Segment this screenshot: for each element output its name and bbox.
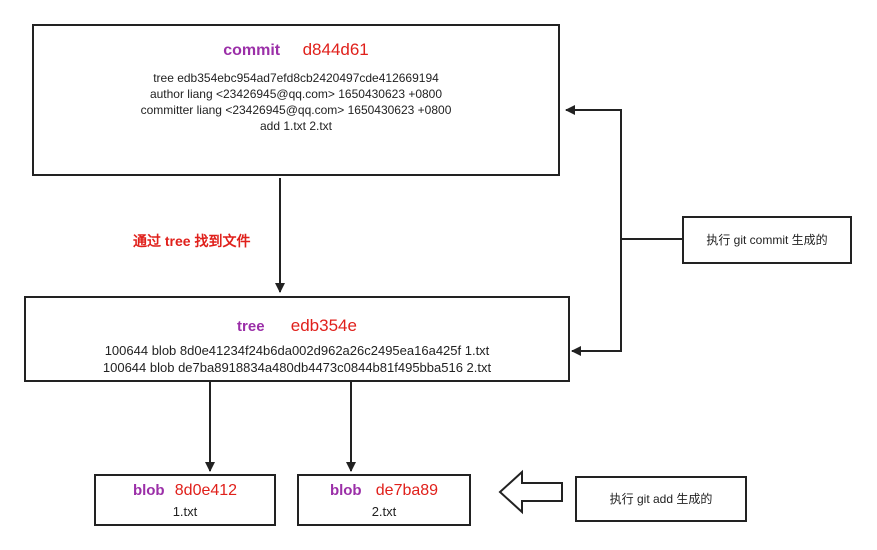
commit-line-message: add 1.txt 2.txt xyxy=(259,119,333,133)
edge-label: 通过 tree 找到文件 xyxy=(133,233,251,249)
tree-entry-2: 100644 blob de7ba8918834a480db4473c0844b… xyxy=(102,360,492,375)
commit-line-tree: tree edb354ebc954ad7efd8cb2420497cde4126… xyxy=(153,71,439,85)
tree-body: 100644 blob 8d0e41234f24b6da002d962a26c2… xyxy=(26,342,568,376)
blob-2-type-label: blob xyxy=(329,482,362,499)
blob-box-1: blob 8d0e412 1.txt xyxy=(94,474,276,526)
blob-1-header: blob 8d0e412 xyxy=(96,482,274,500)
blob-1-file: 1.txt xyxy=(172,504,198,519)
blob-2-hash: de7ba89 xyxy=(375,482,439,499)
blob-2-file: 2.txt xyxy=(371,504,397,519)
commit-note-box: 执行 git commit 生成的 xyxy=(682,216,852,264)
tree-entry-1: 100644 blob 8d0e41234f24b6da002d962a26c2… xyxy=(104,343,490,358)
add-note-text: 执行 git add 生成的 xyxy=(609,492,713,506)
tree-box: tree edb354e 100644 blob 8d0e41234f24b6d… xyxy=(24,296,570,382)
commit-hash: d844d61 xyxy=(302,40,369,59)
hollow-arrow-left xyxy=(498,469,563,515)
tree-type-label: tree xyxy=(237,318,265,335)
blob-box-2: blob de7ba89 2.txt xyxy=(297,474,471,526)
connector-note-to-tree xyxy=(571,239,622,356)
commit-note-text: 执行 git commit 生成的 xyxy=(706,233,828,247)
blob-1-hash: 8d0e412 xyxy=(174,482,238,499)
commit-header: commit d844d61 xyxy=(34,40,558,60)
commit-line-committer: committer liang <23426945@qq.com> 165043… xyxy=(140,103,452,117)
blob-1-type-label: blob xyxy=(132,482,165,499)
commit-body: tree edb354ebc954ad7efd8cb2420497cde4126… xyxy=(34,70,558,134)
tree-header: tree edb354e xyxy=(26,316,568,336)
commit-box: commit d844d61 tree edb354ebc954ad7efd8c… xyxy=(32,24,560,176)
connector-note-to-commit xyxy=(565,105,682,240)
commit-type-label: commit xyxy=(223,42,281,59)
add-note-box: 执行 git add 生成的 xyxy=(575,476,747,522)
blob-2-header: blob de7ba89 xyxy=(299,482,469,500)
commit-line-author: author liang <23426945@qq.com> 165043062… xyxy=(149,87,443,101)
tree-hash: edb354e xyxy=(290,316,357,335)
